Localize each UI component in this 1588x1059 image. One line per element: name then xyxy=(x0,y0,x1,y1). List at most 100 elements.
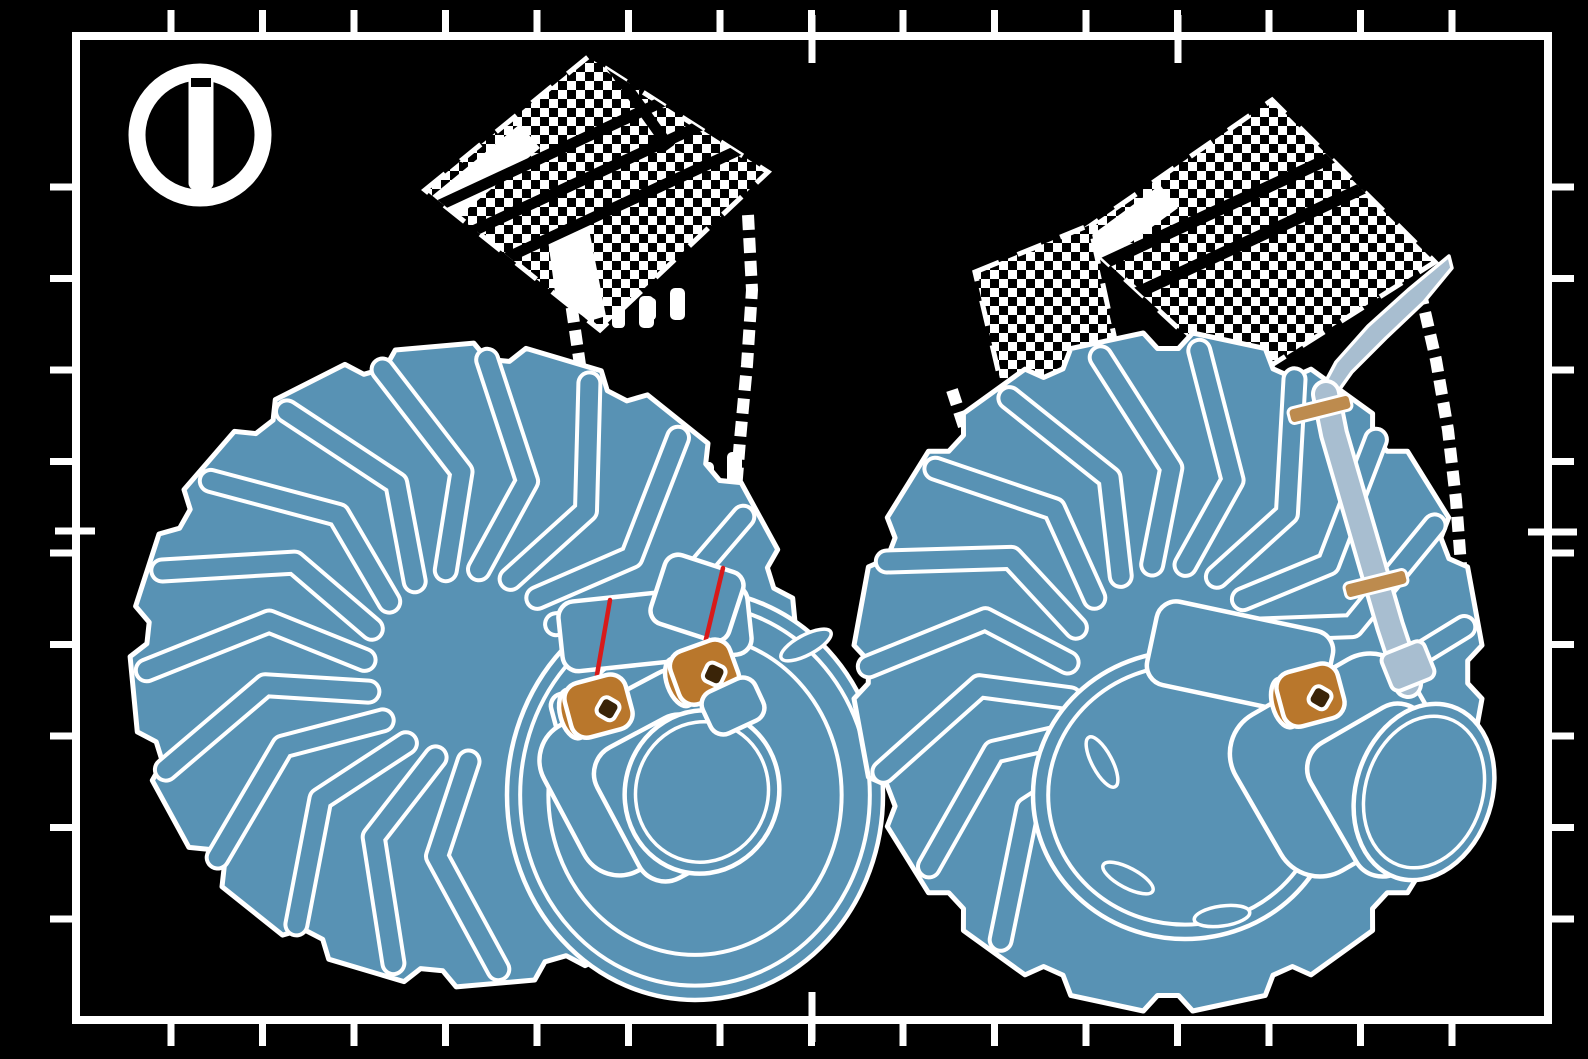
ghost-stripe xyxy=(455,103,741,243)
tread-lug xyxy=(373,360,471,580)
hub-vent-slot xyxy=(1101,860,1155,896)
frame-tick-bottom xyxy=(167,1024,175,1046)
frame-tick-right xyxy=(1552,275,1574,282)
tread-lug xyxy=(1000,389,1130,585)
motor-cap-rim xyxy=(1361,714,1487,870)
frame-tick-left xyxy=(50,641,72,648)
frame-tick-bottom xyxy=(716,1024,724,1046)
bushing-keyhole xyxy=(700,660,728,688)
tread-lug xyxy=(877,548,1085,637)
frame-tick-top xyxy=(716,10,724,32)
frame-cross-tick-bottom xyxy=(808,992,816,1042)
ghost-plate-left-dots xyxy=(421,53,773,334)
ghost-solid-patch xyxy=(1085,185,1178,265)
frame-tick-bottom xyxy=(1174,1024,1181,1046)
frame-tick-bottom xyxy=(991,1024,998,1046)
lever-arm xyxy=(1286,254,1454,699)
frame-tick-top xyxy=(259,10,266,32)
axle-ring-tan xyxy=(1342,568,1410,600)
bushing-boss xyxy=(699,675,767,737)
frame-tick-left xyxy=(50,732,72,740)
frame-tick-left xyxy=(50,549,72,557)
tread-lug xyxy=(874,677,1080,781)
hub-vent-slot xyxy=(779,627,833,663)
tread-lug xyxy=(470,350,537,579)
hub-vent-slot xyxy=(1192,903,1252,929)
step-one-badge xyxy=(128,63,272,207)
frame-tick-right xyxy=(1552,549,1574,557)
badge-bar xyxy=(188,70,214,190)
tread-lug xyxy=(287,734,415,934)
bushing-orange xyxy=(556,672,635,741)
frame-cross-tick-top xyxy=(808,15,816,63)
bushing-orange xyxy=(1268,661,1347,730)
tread-lug xyxy=(926,459,1104,607)
tread-lug xyxy=(208,711,392,867)
axle-ring-tan xyxy=(1286,393,1354,425)
frame-tick-bottom xyxy=(1448,1024,1456,1046)
frame-cross-tick-left xyxy=(55,527,95,535)
frame-cross-tick-top xyxy=(1174,15,1182,63)
ghost-beam-edge xyxy=(715,214,759,614)
ghost-speck xyxy=(727,452,742,484)
frame-tick-right xyxy=(1552,732,1574,740)
ghost-speck xyxy=(670,288,685,320)
tread-lug xyxy=(278,402,424,591)
frame-tick-bottom xyxy=(1357,1024,1364,1046)
frame-tick-bottom xyxy=(259,1024,266,1046)
motor-cap xyxy=(1351,701,1497,883)
frame-tick-right xyxy=(1552,366,1574,374)
frame-tick-top xyxy=(350,10,358,32)
tread-lug xyxy=(1091,348,1181,574)
frame-tick-top xyxy=(1082,10,1090,32)
frame-tick-bottom xyxy=(1265,1024,1273,1046)
ghost-stripe xyxy=(1119,164,1405,306)
frame-tick-right xyxy=(1552,824,1574,831)
frame-tick-top xyxy=(1265,10,1273,32)
ghost-speck xyxy=(612,306,625,328)
frame-tick-bottom xyxy=(442,1024,449,1046)
frame-tick-top xyxy=(167,10,175,32)
frame-tick-bottom xyxy=(350,1024,358,1046)
tread-lug xyxy=(201,471,399,611)
badge-notch xyxy=(191,78,211,87)
tread-lug xyxy=(156,676,378,779)
frame-tick-right xyxy=(1552,458,1574,465)
bushing-keyhole xyxy=(594,695,622,723)
tread-lug xyxy=(364,748,445,973)
wheel-assembly-right xyxy=(851,254,1497,1014)
frame-tick-right xyxy=(1552,183,1574,191)
frame-tick-top xyxy=(1357,10,1364,32)
frame-tick-left xyxy=(50,458,72,465)
frame-tick-top xyxy=(991,10,998,32)
tread-lug xyxy=(1176,341,1242,574)
frame-tick-bottom xyxy=(625,1024,632,1046)
ghost-speck xyxy=(643,298,656,320)
wheel-assembly-left xyxy=(127,340,886,1003)
bushing-keyhole xyxy=(1306,684,1334,712)
frame-tick-bottom xyxy=(533,1024,541,1046)
hub-vent-slot xyxy=(1084,735,1120,789)
frame-tick-bottom xyxy=(1082,1024,1090,1046)
frame-tick-right xyxy=(1552,641,1574,648)
frame-tick-right xyxy=(1552,915,1574,923)
frame-tick-top xyxy=(899,10,907,32)
page-frame xyxy=(50,10,1577,1046)
ghost-stripe xyxy=(473,137,759,277)
frame-tick-top xyxy=(1448,10,1456,32)
frame-cross-tick-right xyxy=(1528,528,1577,536)
tread-lugs xyxy=(133,346,757,983)
frame-tick-top xyxy=(625,10,632,32)
frame-tick-top xyxy=(533,10,541,32)
tread-lug xyxy=(859,610,1077,676)
frame-tick-left xyxy=(50,366,72,374)
lever-collar xyxy=(1379,639,1437,693)
frame-tick-left xyxy=(50,275,72,282)
frame-tick-left xyxy=(50,915,72,923)
tread-lug xyxy=(501,374,599,588)
frame-tick-left xyxy=(50,824,72,831)
tread-lug xyxy=(528,428,687,607)
frame-tick-bottom xyxy=(899,1024,907,1046)
